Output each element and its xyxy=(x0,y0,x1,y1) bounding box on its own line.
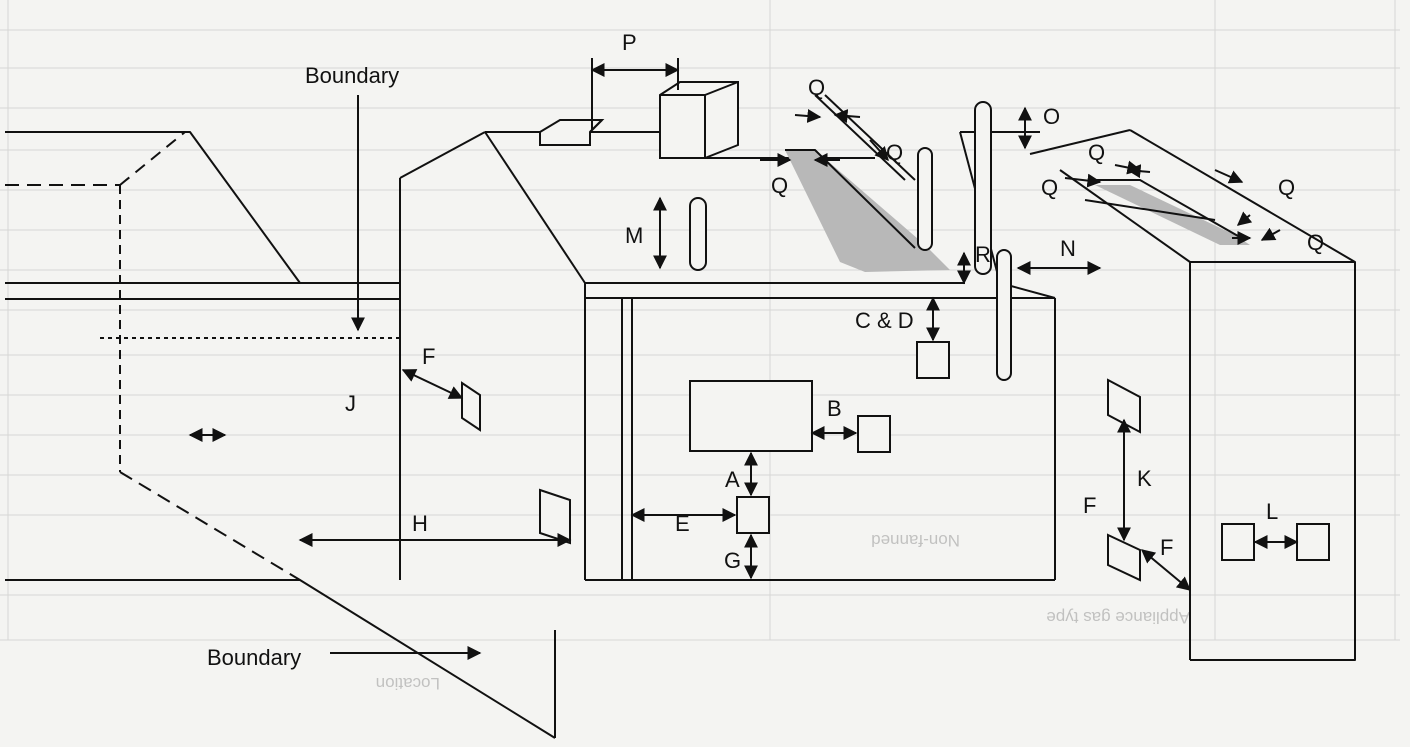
label-O: O xyxy=(1043,104,1060,129)
pipes xyxy=(689,101,1012,381)
dimension-labels: Boundary Boundary P Q Q Q Q Q Q Q O M N … xyxy=(207,30,1324,670)
roof-window-left xyxy=(785,94,950,272)
label-Q-3: Q xyxy=(771,173,788,198)
ghost-header-left: Appliance gas type xyxy=(1046,608,1190,627)
label-H: H xyxy=(412,511,428,536)
background-table-text: Appliance gas type Location Non-fanned xyxy=(376,531,1190,693)
label-A: A xyxy=(725,467,740,492)
label-R: R xyxy=(975,242,991,267)
label-F-1: F xyxy=(422,344,435,369)
label-F-3: F xyxy=(1160,535,1173,560)
label-L: L xyxy=(1266,499,1278,524)
label-B: B xyxy=(827,396,842,421)
label-boundary-top: Boundary xyxy=(305,63,399,88)
label-P: P xyxy=(622,30,637,55)
label-J: J xyxy=(345,391,356,416)
label-E: E xyxy=(675,511,690,536)
ghost-subheader: Non-fanned xyxy=(871,531,960,550)
label-K: K xyxy=(1137,466,1152,491)
label-G: G xyxy=(724,548,741,573)
ghost-header-right: Location xyxy=(376,674,440,693)
label-Q-7: Q xyxy=(1307,230,1324,255)
label-Q-6: Q xyxy=(1278,175,1295,200)
label-F-2: F xyxy=(1083,493,1096,518)
wall-openings xyxy=(461,341,1330,582)
label-Q-4: Q xyxy=(1088,140,1105,165)
roof-window-right xyxy=(1084,179,1250,245)
building-lines xyxy=(5,129,1356,739)
dimension-arrows xyxy=(188,58,1299,660)
label-Q-2: Q xyxy=(886,140,903,165)
label-N: N xyxy=(1060,236,1076,261)
label-boundary-bottom: Boundary xyxy=(207,645,301,670)
label-Q-5: Q xyxy=(1041,175,1058,200)
label-M: M xyxy=(625,223,643,248)
ridge-terminal xyxy=(539,119,605,146)
label-C-D: C & D xyxy=(855,308,914,333)
label-Q-1: Q xyxy=(808,75,825,100)
vertical-terminal-box xyxy=(659,81,739,159)
